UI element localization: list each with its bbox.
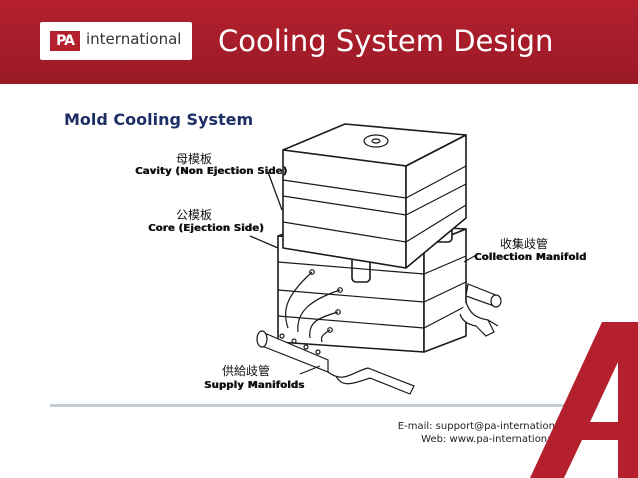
collection-label: Collection Manifold (474, 252, 587, 263)
supply-label-cn: 供給歧管 (222, 364, 271, 378)
core-label-cn: 公模板 (176, 208, 213, 222)
supply-label: Supply Manifolds (204, 380, 305, 391)
logo-text: international (86, 30, 182, 48)
footer-divider (50, 404, 638, 407)
page-title: Cooling System Design (218, 24, 554, 58)
cavity-label: Cavity (Non Ejection Side) (135, 166, 288, 177)
logo-mark: PA (50, 31, 80, 51)
cavity-block-side (405, 134, 467, 269)
cavity-block-front (282, 149, 407, 269)
cavity-label-cn: 母模板 (176, 152, 213, 166)
collection-label-cn: 收集歧管 (500, 237, 549, 251)
logo[interactable]: PA international (40, 22, 192, 60)
header-banner: PA international Cooling System Design (0, 0, 638, 84)
contact-email[interactable]: E-mail: support@pa-international.com.au (397, 421, 604, 432)
brand-a-icon (530, 322, 638, 478)
contact-web[interactable]: Web: www.pa-international.com (421, 434, 581, 445)
core-label: Core (Ejection Side) (148, 223, 264, 234)
section-title: Mold Cooling System (64, 110, 254, 129)
contact-info: E-mail: support@pa-international.com.au … (398, 420, 604, 446)
